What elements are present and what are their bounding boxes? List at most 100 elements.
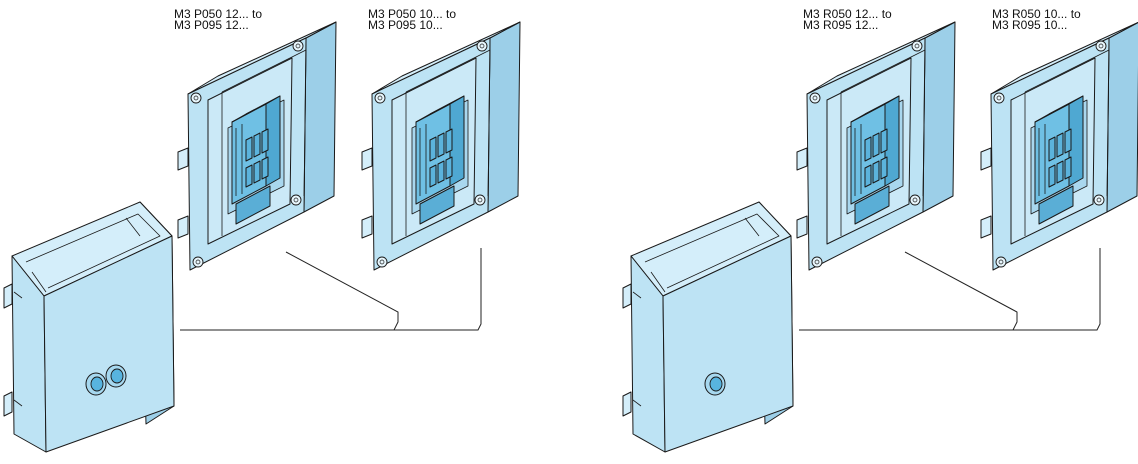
screw-icon <box>912 197 918 203</box>
terminal <box>1048 164 1056 188</box>
enclosure-label-p-10: M3 P050 10... to M3 P095 10... <box>368 7 457 32</box>
screw-icon <box>190 92 202 104</box>
screw-icon <box>811 256 823 268</box>
contactor <box>415 95 465 225</box>
hinge-tab <box>796 147 808 171</box>
enclosure-side <box>1106 21 1138 213</box>
hinge-tab <box>361 147 373 171</box>
terminal <box>437 132 445 158</box>
enclosure-label-r-10: M3 R050 10... to M3 R095 10... <box>992 7 1081 32</box>
screw-icon <box>374 92 386 104</box>
terminal <box>261 156 269 180</box>
screw-icon <box>192 256 204 268</box>
terminal <box>253 160 261 184</box>
cover-lip <box>650 271 666 293</box>
terminal <box>1048 136 1056 162</box>
enclosure-inner-edge <box>221 49 307 197</box>
push-button-icon <box>709 376 723 392</box>
enclosure-group-r-series <box>622 21 1138 453</box>
terminal <box>872 160 880 184</box>
enclosure-inner-edge <box>840 49 926 197</box>
cover-lip <box>644 213 780 289</box>
terminal <box>445 128 453 154</box>
leader-line <box>1013 248 1101 331</box>
leader-line <box>180 251 399 331</box>
screw-icon <box>812 95 818 101</box>
enclosure-cover <box>3 201 175 453</box>
screw-icon <box>290 194 302 206</box>
hinge-tab <box>3 391 13 417</box>
contactor-top <box>415 95 465 123</box>
enclosure-label-r-12: M3 R050 12... to M3 R095 12... <box>803 7 892 32</box>
contactor-base <box>235 185 271 225</box>
screw-icon <box>295 43 301 49</box>
screw-icon <box>914 43 920 49</box>
leader-line <box>394 248 482 331</box>
leader-lines <box>180 248 482 331</box>
screw-icon <box>911 40 923 52</box>
screw-icon <box>998 259 1004 265</box>
enclosure-inner-edge <box>1024 49 1110 197</box>
screw-icon <box>477 197 483 203</box>
enclosure-label-p-12: M3 P050 12... to M3 P095 12... <box>174 7 263 32</box>
contactor-top <box>1034 95 1084 123</box>
hinge-tab <box>177 147 189 171</box>
hinge-tab <box>980 215 992 239</box>
terminal <box>429 136 437 162</box>
screw-icon <box>809 92 821 104</box>
cover-lip <box>25 213 161 289</box>
hinge-tab <box>622 283 632 309</box>
terminal <box>1064 156 1072 180</box>
screw-icon <box>377 95 383 101</box>
cover-front <box>662 235 794 453</box>
hinge-tab <box>361 215 373 239</box>
screw-icon <box>195 259 201 265</box>
enclosure-inner-edge <box>405 49 491 197</box>
screw-icon <box>474 194 486 206</box>
screw-icon <box>479 43 485 49</box>
hinge-line <box>13 399 23 407</box>
screw-icon <box>909 194 921 206</box>
enclosure-side <box>487 21 521 213</box>
screw-icon <box>1096 197 1102 203</box>
hinge-tab <box>796 215 808 239</box>
cover-lip <box>744 217 760 237</box>
screw-icon <box>814 259 820 265</box>
open-enclosure-1 <box>796 21 956 271</box>
screw-icon <box>379 259 385 265</box>
screw-icon <box>1098 43 1104 49</box>
enclosure-side <box>922 21 956 213</box>
hinge-tab <box>3 283 13 309</box>
leader-line <box>799 251 1018 331</box>
screw-icon <box>993 92 1005 104</box>
contactor-base <box>419 185 455 225</box>
terminal <box>872 132 880 158</box>
hinge-line <box>13 291 23 299</box>
terminal <box>245 164 253 188</box>
push-button-icon <box>90 376 104 392</box>
contactor-base <box>1038 185 1074 225</box>
terminal <box>1056 160 1064 184</box>
contactor-top <box>850 95 900 123</box>
hinge-line <box>632 291 642 299</box>
open-enclosure-1 <box>177 21 337 271</box>
hinge-line <box>632 399 642 407</box>
screw-icon <box>193 95 199 101</box>
hinge-tab <box>622 391 632 417</box>
screw-icon <box>476 40 488 52</box>
screw-icon <box>1093 194 1105 206</box>
cover-lip <box>125 217 141 237</box>
contactor <box>231 95 281 225</box>
hinge-tab <box>177 215 189 239</box>
terminal <box>245 136 253 162</box>
terminal <box>261 128 269 154</box>
contactor <box>850 95 900 225</box>
terminal <box>880 156 888 180</box>
contactor <box>1034 95 1084 225</box>
terminal <box>445 156 453 180</box>
push-button-icon <box>110 368 124 384</box>
screw-icon <box>292 40 304 52</box>
screw-icon <box>995 256 1007 268</box>
